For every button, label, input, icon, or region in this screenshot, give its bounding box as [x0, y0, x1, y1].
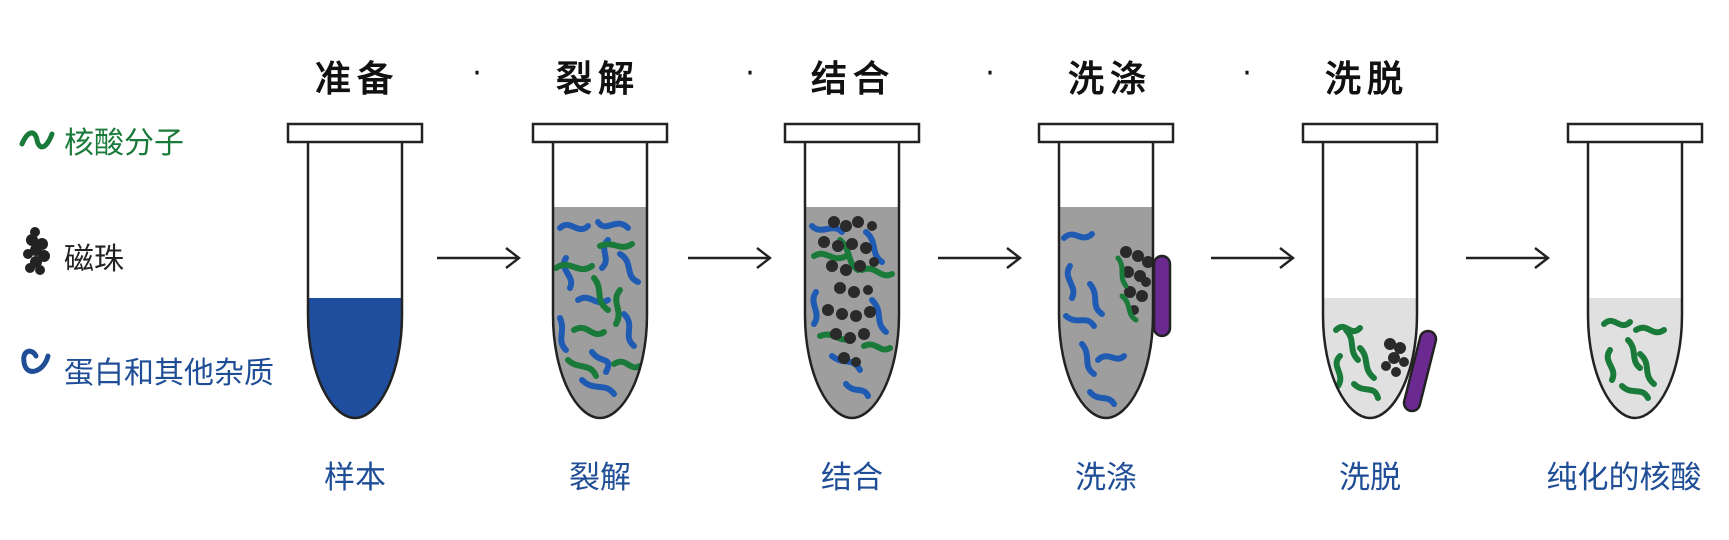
tube-label-purified: 纯化的核酸 — [1546, 460, 1702, 496]
arrow-4 — [1211, 247, 1295, 269]
tube-lysis — [531, 122, 669, 420]
step-title-lysis: 裂解 — [555, 59, 641, 100]
separator-dot: · — [985, 56, 995, 91]
legend-label-beads: 磁珠 — [64, 242, 124, 277]
arrow-1 — [437, 247, 521, 269]
arrow-2 — [688, 247, 772, 269]
tube-purified — [1566, 122, 1704, 420]
magnet-icon — [1402, 329, 1438, 413]
step-title-prep: 准备 — [314, 59, 400, 100]
tube-elution — [1301, 122, 1439, 420]
separator-dot: · — [472, 56, 482, 91]
arrow-3 — [938, 247, 1022, 269]
legend-label-impurities: 蛋白和其他杂质 — [64, 356, 274, 391]
separator-dot: · — [1242, 56, 1252, 91]
blue-strand-icon — [21, 348, 51, 374]
tube-sample — [286, 122, 424, 420]
step-title-elution: 洗脱 — [1324, 59, 1410, 100]
separator-dot: · — [745, 56, 755, 91]
green-strand-icon — [19, 130, 55, 150]
tube-label-binding: 结合 — [821, 460, 883, 496]
tube-washing — [1037, 122, 1175, 420]
tube-binding — [783, 122, 921, 420]
tube-label-sample: 样本 — [324, 460, 386, 496]
magnet-icon — [1152, 254, 1172, 338]
bead-cluster-icon — [23, 227, 50, 275]
arrow-5 — [1466, 247, 1550, 269]
tube-label-lysis: 裂解 — [569, 460, 631, 496]
tube-label-washing: 洗涤 — [1075, 460, 1137, 496]
step-title-washing: 洗涤 — [1067, 59, 1153, 100]
legend-label-nucleic: 核酸分子 — [64, 126, 184, 161]
tube-label-elution: 洗脱 — [1339, 460, 1401, 496]
step-title-binding: 结合 — [810, 59, 896, 100]
